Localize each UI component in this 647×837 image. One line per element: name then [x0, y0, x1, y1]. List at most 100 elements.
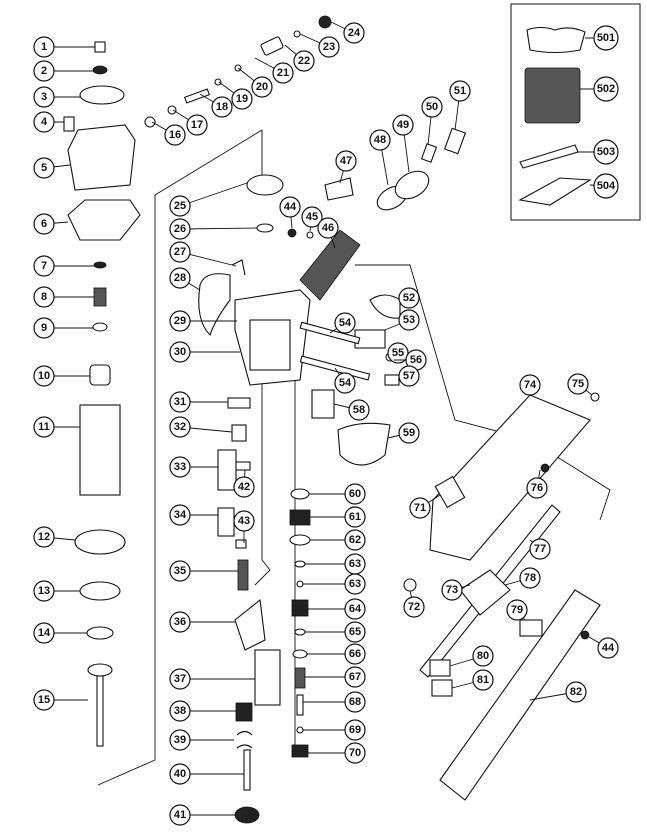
callout-circle [348, 399, 370, 421]
callout-circle [33, 689, 55, 711]
callout-circle [472, 645, 494, 667]
callout-circle [344, 573, 366, 595]
part-drawings [63, 15, 601, 824]
callout-number: 42 [238, 481, 250, 493]
callout-number: 29 [174, 315, 186, 327]
callout-number: 54 [339, 377, 352, 389]
callout-number: 63 [349, 578, 361, 590]
callout-circle [344, 742, 366, 764]
callout-12: 12 [33, 526, 55, 548]
callout-circle [344, 643, 366, 665]
callout-circle [169, 218, 191, 240]
callout-38: 38 [169, 700, 191, 722]
callout-number: 49 [397, 119, 409, 131]
callout-number: 40 [174, 768, 186, 780]
callout-503: 503 [593, 139, 619, 165]
callout-number: 61 [349, 511, 361, 523]
callout-71: 71 [409, 497, 431, 519]
callout-circle [33, 622, 55, 644]
callout-leader-26 [179, 227, 258, 230]
callout-number: 501 [597, 32, 615, 44]
callout-circle [169, 804, 191, 826]
callout-number: 64 [349, 603, 362, 615]
callout-number: 69 [349, 724, 361, 736]
callout-number: 19 [236, 93, 248, 105]
callout-circle [565, 681, 587, 703]
callout-21: 21 [272, 62, 294, 84]
part-1-screw [94, 41, 106, 53]
callout-circle [33, 157, 55, 179]
callout-circle [33, 580, 55, 602]
callout-number: 65 [349, 626, 361, 638]
callout-circle [33, 286, 55, 308]
callout-22: 22 [293, 50, 315, 72]
callout-circle [33, 317, 55, 339]
callout-39: 39 [169, 729, 191, 751]
callout-2: 2 [33, 60, 55, 82]
callout-28: 28 [169, 267, 191, 289]
callout-circle [301, 206, 323, 228]
callout-circle [33, 526, 55, 548]
callout-circle [441, 579, 463, 601]
callout-circle [344, 621, 366, 643]
callout-23: 23 [318, 36, 340, 58]
callout-number: 82 [570, 686, 582, 698]
callout-circle [231, 88, 253, 110]
callout-number: 14 [38, 627, 51, 639]
callout-74: 74 [519, 374, 541, 396]
callout-number: 26 [174, 223, 186, 235]
callout-circle [593, 25, 619, 51]
callout-circle [403, 596, 425, 618]
callout-number: 7 [41, 260, 47, 272]
callout-11: 11 [33, 416, 55, 438]
callout-circle [344, 506, 366, 528]
callout-circle [398, 287, 420, 309]
callout-number: 44 [284, 201, 297, 213]
callout-52: 52 [398, 287, 420, 309]
callout-9: 9 [33, 317, 55, 339]
callout-circle [33, 86, 55, 108]
part-11-cylinder [79, 404, 121, 496]
callout-63: 63 [344, 573, 366, 595]
callout-circle [33, 255, 55, 277]
callout-number: 57 [403, 370, 415, 382]
part-13-ring [79, 581, 121, 601]
callout-number: 55 [392, 347, 404, 359]
callout-circle [33, 60, 55, 82]
callout-501: 501 [593, 25, 619, 51]
callout-number: 27 [174, 246, 186, 258]
callout-65: 65 [344, 621, 366, 643]
callout-number: 503 [597, 146, 615, 158]
callout-circle [409, 497, 431, 519]
callout-circle [398, 365, 420, 387]
callout-number: 15 [38, 694, 50, 706]
part-6-gasket [67, 199, 141, 241]
callout-number: 24 [348, 27, 361, 39]
callout-circle [169, 341, 191, 363]
callout-number: 56 [410, 354, 422, 366]
callout-67: 67 [344, 666, 366, 688]
callout-circle [33, 213, 55, 235]
callout-circle [293, 50, 315, 72]
callout-circle [529, 538, 551, 560]
callout-number: 25 [174, 200, 186, 212]
callout-circle [233, 510, 255, 532]
callout-number: 33 [174, 461, 186, 473]
callout-circle [169, 611, 191, 633]
callout-number: 52 [403, 292, 415, 304]
callout-30: 30 [169, 341, 191, 363]
callout-27: 27 [169, 241, 191, 263]
callout-number: 68 [349, 696, 361, 708]
callout-49: 49 [392, 114, 414, 136]
callout-50: 50 [421, 96, 443, 118]
callout-circle [392, 114, 414, 136]
callout-number: 23 [323, 41, 335, 53]
callout-number: 44 [602, 642, 615, 654]
callout-leader-25 [179, 182, 248, 207]
callout-circle [279, 196, 301, 218]
callout-number: 54 [339, 317, 352, 329]
callout-number: 60 [349, 488, 361, 500]
callout-10: 10 [33, 365, 55, 387]
callout-number: 20 [256, 81, 268, 93]
callout-43: 43 [233, 510, 255, 532]
